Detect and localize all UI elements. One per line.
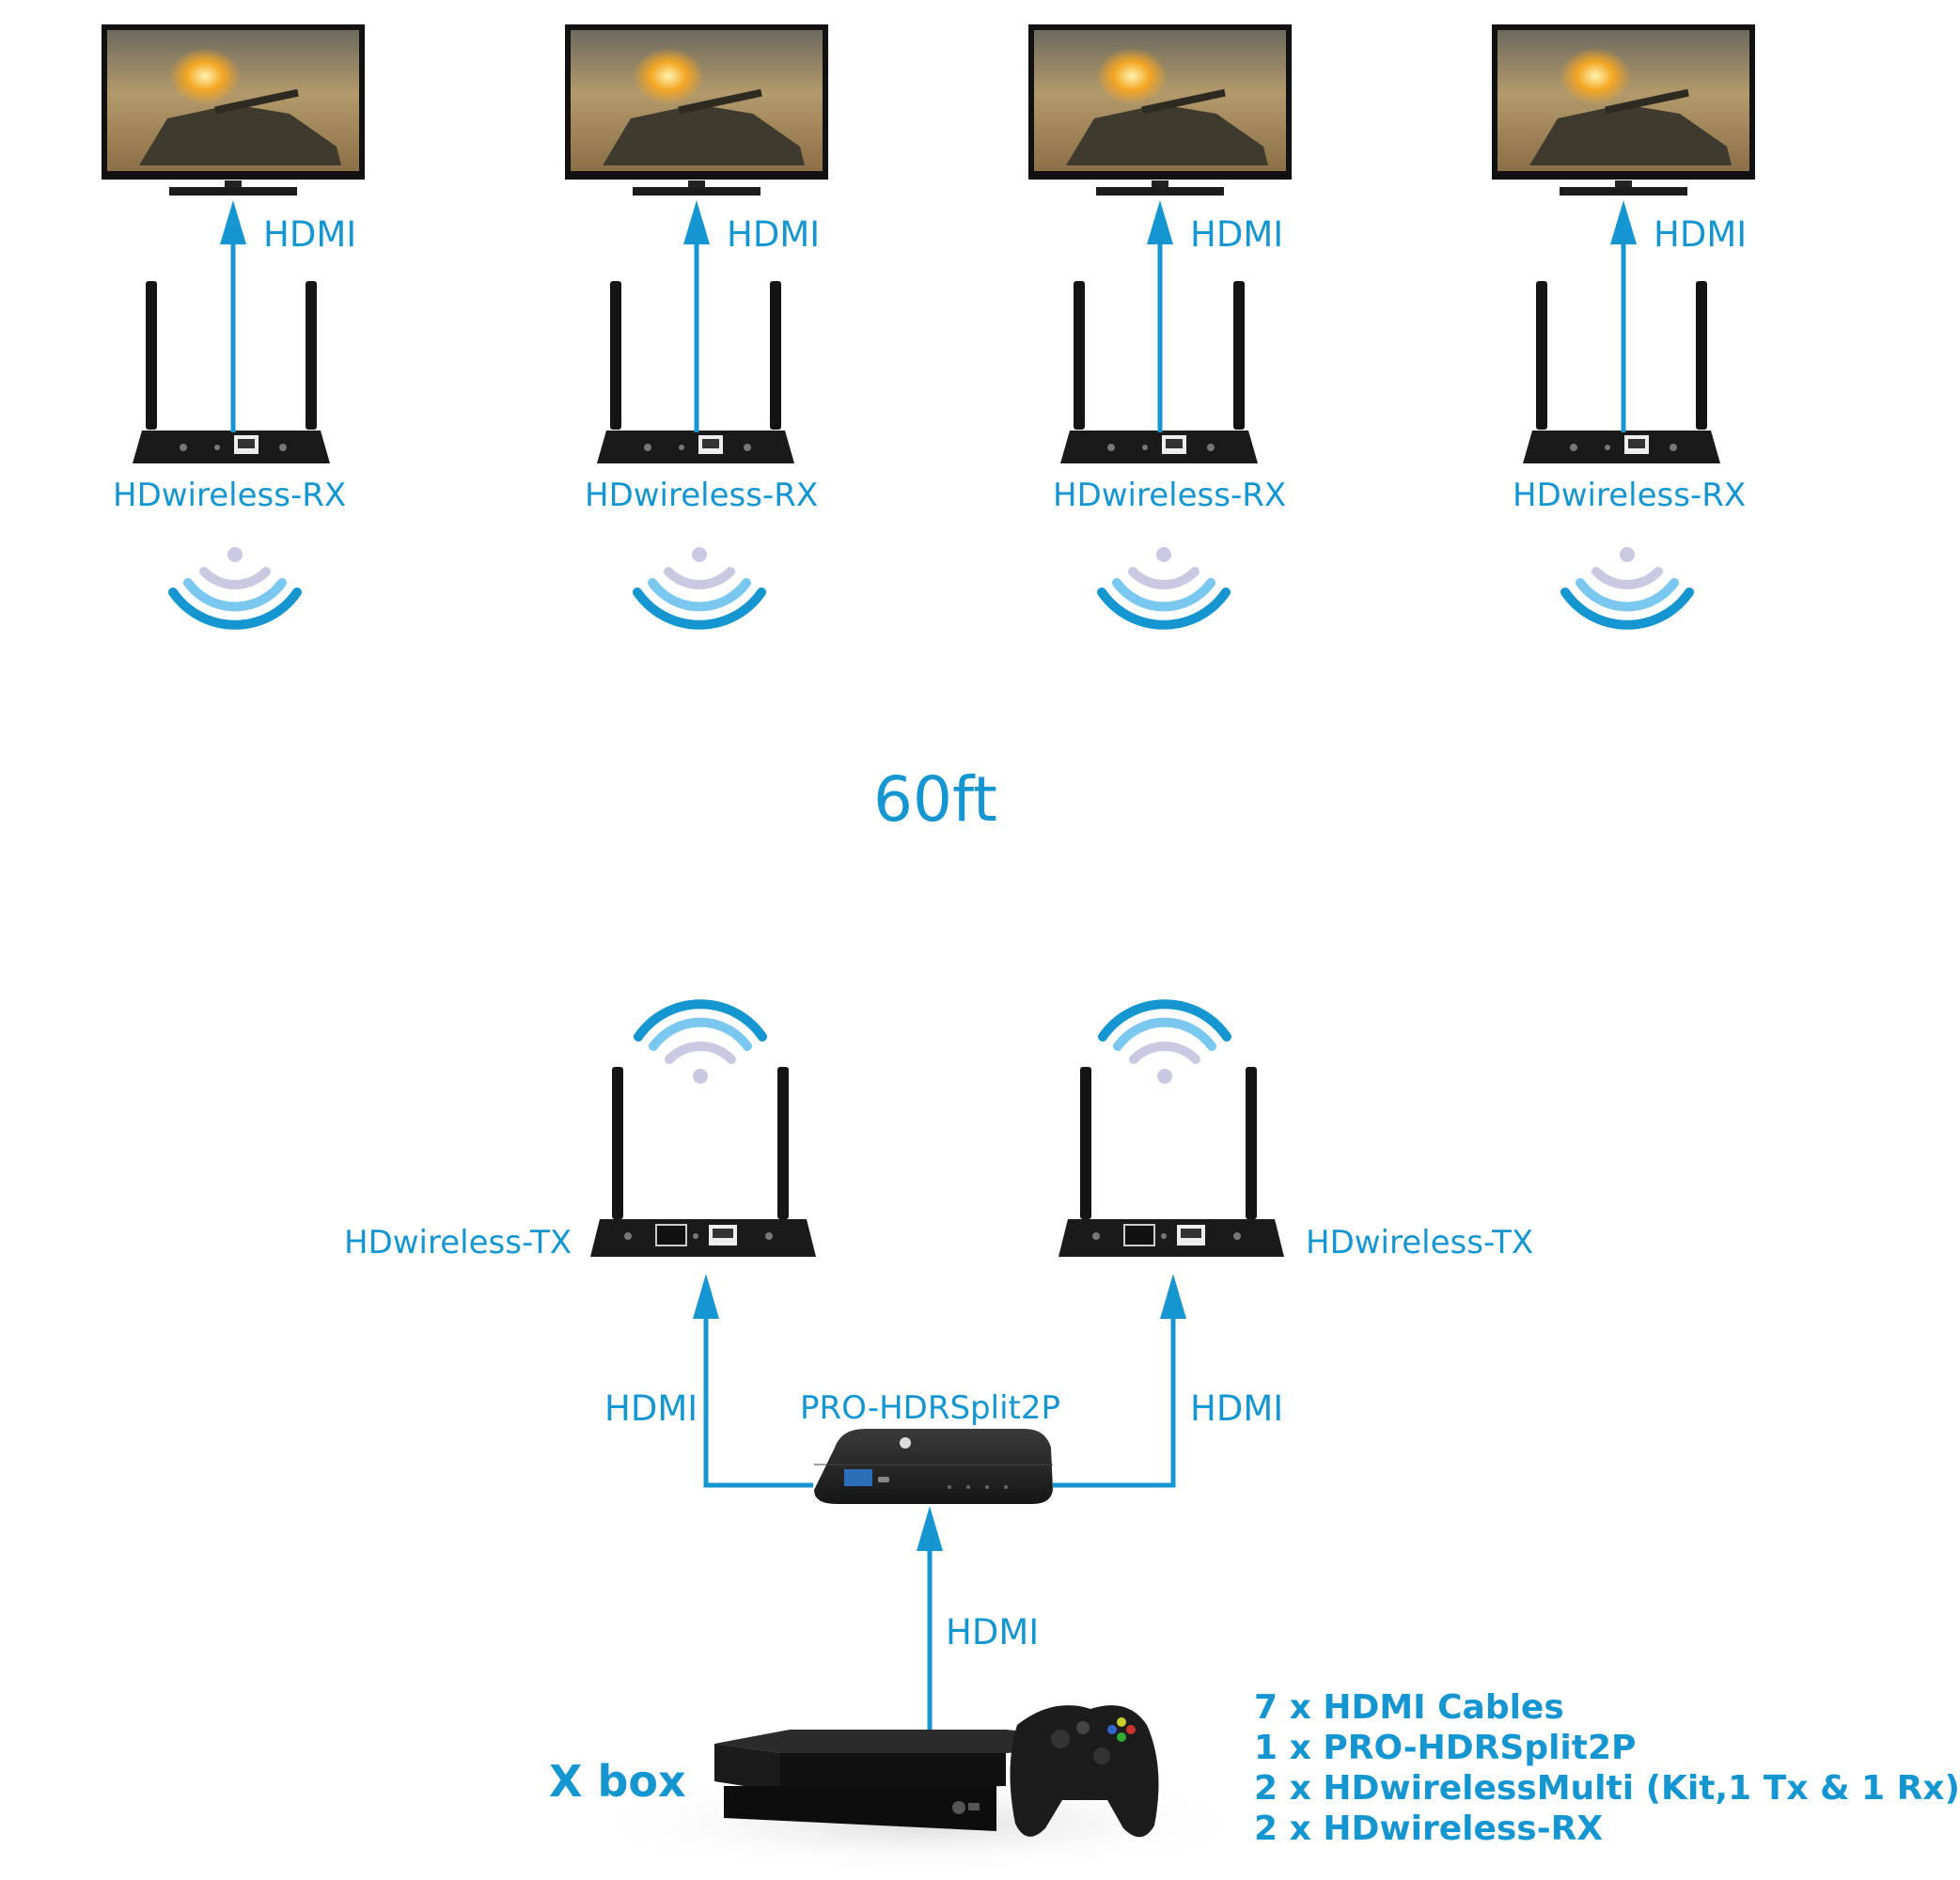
- tx-device-label-1: HDwireless-TX: [344, 1224, 572, 1261]
- wifi-signal-icon: [634, 999, 767, 1084]
- rx-receiver-3: [1060, 281, 1258, 463]
- hdmi-arrow-rx-2: [683, 200, 710, 432]
- wifi-signal-icon: [633, 547, 766, 630]
- xbox-controller: [1010, 1705, 1159, 1838]
- hdmi-arrow-source: [917, 1506, 943, 1730]
- rx-hdmi-label-1: HDMI: [263, 214, 357, 255]
- parts-list-item: 2 x HDwireless-RX: [1254, 1810, 1604, 1848]
- hdmi-arrow-tx-2: [1053, 1274, 1186, 1488]
- parts-list-item: 2 x HDwirelessMulti (Kit,1 Tx & 1 Rx): [1254, 1769, 1960, 1808]
- wifi-signal-icon: [1097, 547, 1231, 630]
- tv-3: [1028, 24, 1292, 196]
- rx-device-label-2: HDwireless-RX: [585, 477, 819, 514]
- hdmi-arrow-tx-1: [693, 1274, 813, 1488]
- tv-2: [565, 24, 828, 196]
- distance-label: 60ft: [873, 763, 997, 836]
- hdmi-arrow-rx-1: [220, 200, 246, 432]
- tx-device-label-2: HDwireless-TX: [1306, 1224, 1534, 1261]
- rx-device-label-1: HDwireless-RX: [113, 477, 347, 514]
- parts-list: 7 x HDMI Cables 1 x PRO-HDRSplit2P 2 x H…: [1254, 1687, 1960, 1849]
- rx-hdmi-label-4: HDMI: [1654, 214, 1748, 255]
- tv-4: [1492, 24, 1755, 196]
- rx-device-label-4: HDwireless-RX: [1513, 477, 1747, 514]
- hdr-splitter-device: [814, 1429, 1053, 1504]
- hdmi-arrow-rx-3: [1147, 200, 1173, 432]
- wifi-signal-icon: [168, 547, 302, 630]
- rx-hdmi-label-3: HDMI: [1190, 214, 1284, 255]
- tx-hdmi-label-2: HDMI: [1190, 1388, 1284, 1429]
- tx-transmitter-2: [1058, 1067, 1284, 1257]
- rx-receiver-1: [133, 281, 330, 463]
- splitter-label: PRO-HDRSplit2P: [800, 1389, 1060, 1427]
- wifi-signal-icon: [1098, 999, 1231, 1084]
- hdmi-arrow-rx-4: [1610, 200, 1637, 432]
- rx-device-label-3: HDwireless-RX: [1053, 477, 1287, 514]
- rx-receiver-4: [1523, 281, 1720, 463]
- tx-hdmi-label-1: HDMI: [604, 1388, 698, 1429]
- parts-list-item: 1 x PRO-HDRSplit2P: [1254, 1729, 1637, 1767]
- source-hdmi-label: HDMI: [946, 1612, 1040, 1653]
- tv-1: [102, 24, 365, 196]
- tx-transmitter-1: [590, 1067, 816, 1257]
- wifi-signal-icon: [1560, 547, 1694, 630]
- parts-list-item: 7 x HDMI Cables: [1254, 1688, 1564, 1727]
- connection-diagram: [102, 24, 1755, 1875]
- source-label: X box: [549, 1756, 686, 1807]
- rx-receiver-2: [597, 281, 794, 463]
- rx-hdmi-label-2: HDMI: [727, 214, 821, 255]
